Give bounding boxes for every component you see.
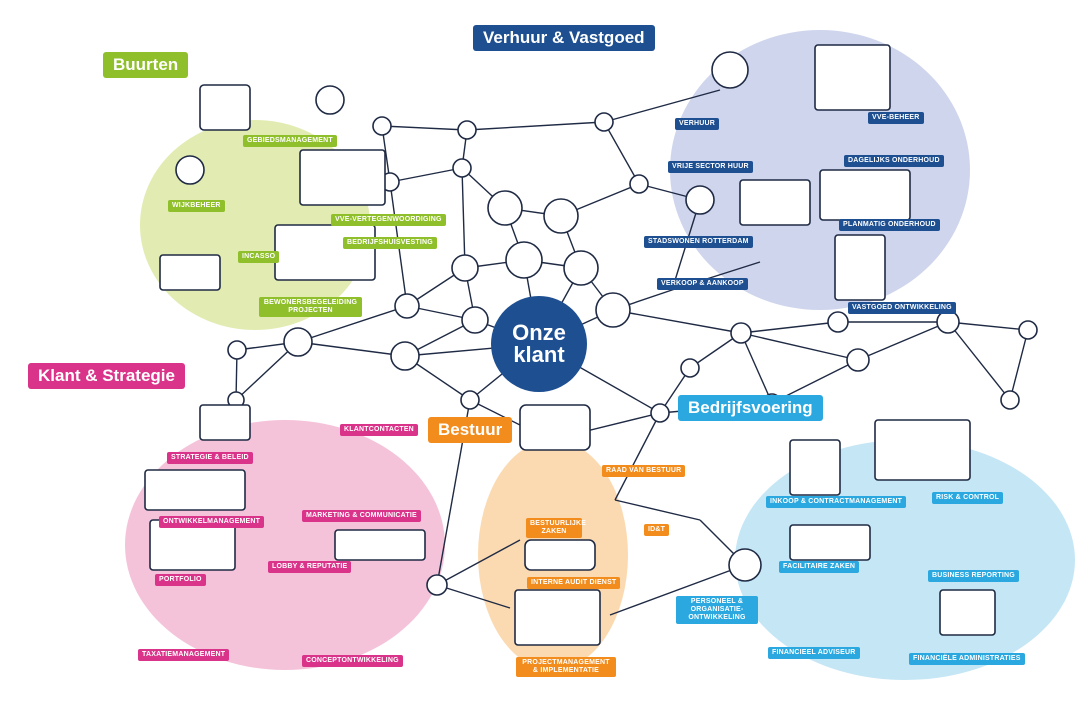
houses-icon [739,179,811,226]
person-node [457,120,477,140]
houses-icon [159,254,221,291]
document-icon [939,589,996,636]
person-node [936,310,960,334]
section-title-bedrijf: Bedrijfsvoering [678,395,823,421]
houses-icon [819,169,911,221]
tag-conceptontwikkeling: CONCEPTONTWIKKELING [302,655,403,667]
meeting-table-icon [524,539,596,571]
tag-klantcontacten: KLANTCONTACTEN [340,424,418,436]
person-node [685,185,715,215]
person-illustration-icon [175,155,205,185]
tag-vastgoed-ontwikkeling: VASTGOED ONTWIKKELING [848,302,956,314]
person-node [730,322,752,344]
person-node [505,241,543,279]
person-node [1000,390,1020,410]
board-icon [199,404,251,441]
meeting-table-icon [519,404,591,451]
tag-financiele-administraties: FINANCIËLE ADMINISTRATIES [909,653,1025,665]
person-node [846,348,870,372]
houses-icon [334,529,426,561]
tag-verhuur: VERHUUR [675,118,720,130]
person-node [563,250,599,286]
tag-taxatiemanagement: TAXATIEMANAGEMENT [138,649,230,661]
person-node [650,403,670,423]
section-title-bestuur: Bestuur [428,417,513,443]
person-node [629,174,649,194]
person-node [1018,320,1038,340]
tag-verkoop-aankoop: VERKOOP & AANKOOP [657,278,748,290]
tag-strategie-beleid: STRATEGIE & BELEID [167,452,253,464]
tag-vrije-sector-huur: VRIJE SECTOR HUUR [668,161,753,173]
tag-business-reporting: BUSINESS REPORTING [928,570,1019,582]
dashboard-icon [514,589,601,646]
person-node [460,390,480,410]
person-illustration-icon [711,51,749,89]
person-node [487,190,523,226]
tag-lobby-reputatie: LOBBY & REPUTATIE [268,561,352,573]
tag-portfolio: PORTFOLIO [155,574,206,586]
person-node [452,158,472,178]
tag-stadswonen-rotterdam: STADSWONEN ROTTERDAM [644,236,753,248]
section-title-klant: Klant & Strategie [28,363,185,389]
tag-marketing-communicatie: MARKETING & COMMUNICATIE [302,510,421,522]
person-illustration-icon [315,85,345,115]
section-title-buurten: Buurten [103,52,189,78]
tag-vve-beheer: VVE-BEHEER [868,112,924,124]
person-node [827,311,849,333]
tag-projectmanagement: PROJECTMANAGEMENT & IMPLEMENTATIE [516,657,616,677]
person-node [728,548,762,582]
chart-board-icon [874,419,971,481]
tag-personeel-organisatie: PERSONEEL & ORGANISATIE-ONTWIKKELING [676,596,758,624]
person-node [461,306,489,334]
tag-dagelijks-onderhoud: DAGELIJKS ONDERHOUD [844,155,944,167]
tag-bewonersbegeleiding: BEWONERSBEGELEIDING PROJECTEN [259,297,362,317]
houses-icon [144,469,246,511]
tag-inkoop-contractmanagement: INKOOP & CONTRACTMANAGEMENT [766,496,907,508]
person-node [426,574,448,596]
person-node [680,358,700,378]
tag-risk-control: RISK & CONTROL [932,492,1004,504]
building-icon [199,84,251,131]
person-node [451,254,479,282]
building-icon [834,234,886,301]
document-icon [789,439,841,496]
section-title-verhuur: Verhuur & Vastgoed [473,25,655,51]
center-node: Onze klant [491,296,587,392]
person-node [227,340,247,360]
center-label-text: Onze klant [512,320,566,367]
building-icon [814,44,891,111]
tag-planmatig-onderhoud: PLANMATIG ONDERHOUD [839,219,940,231]
tag-idt: ID&T [644,524,670,536]
tag-vve-vertegenwoordiging: VVE-VERTEGENWOORDIGING [331,214,446,226]
person-node [283,327,313,357]
tag-wijkbeheer: WIJKBEHEER [168,200,225,212]
tag-financieel-adviseur: FINANCIEEL ADVISEUR [768,647,860,659]
tag-gebiedsmanagement: GEBIEDSMANAGEMENT [243,135,337,147]
tag-facilitaire-zaken: FACILITAIRE ZAKEN [779,561,860,573]
person-node [394,293,420,319]
tag-bestuurlijke-zaken: BESTUURLIJKE ZAKEN [526,518,586,538]
person-node [543,198,579,234]
building-icon [274,224,376,281]
person-node [372,116,392,136]
tag-ontwikkelmanagement: ONTWIKKELMANAGEMENT [159,516,265,528]
person-node [595,292,631,328]
person-node [594,112,614,132]
houses-icon [299,149,386,206]
person-node [390,341,420,371]
tag-incasso: INCASSO [238,251,280,263]
houses-icon [789,524,871,561]
tag-interne-audit-dienst: INTERNE AUDIT DIENST [527,577,621,589]
tag-bedrijfshuisvesting: BEDRIJFSHUISVESTING [343,237,437,249]
tag-raad-van-bestuur: RAAD VAN BESTUUR [602,465,686,477]
